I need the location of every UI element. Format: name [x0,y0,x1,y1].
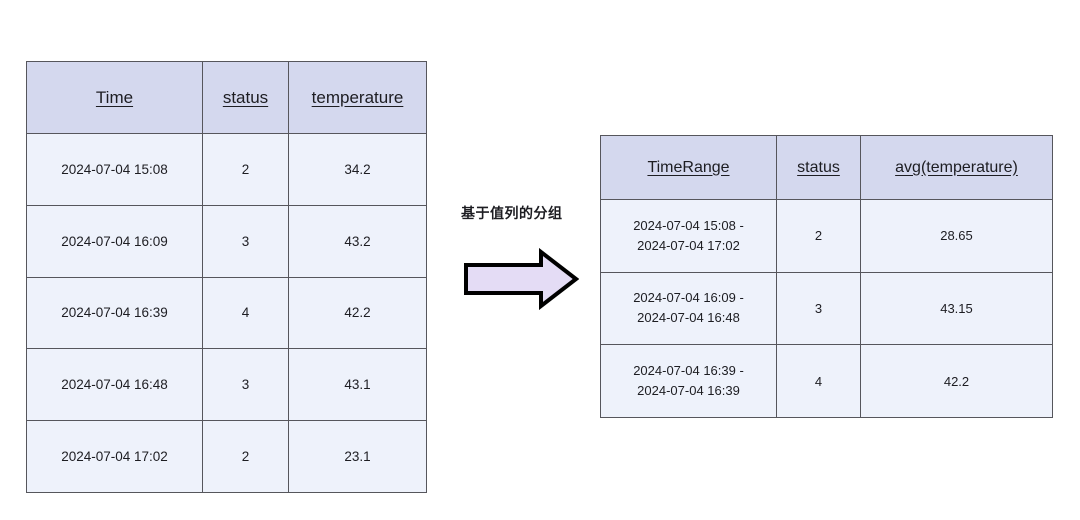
cell-avg-temperature: 42.2 [860,344,1053,418]
cell-status: 3 [202,204,289,278]
cell-time: 2024-07-04 16:39 [26,276,203,350]
table-header-row: TimeRange status avg(temperature) [600,135,1053,200]
cell-status: 3 [776,271,861,346]
table-row: 2024-07-04 16:09 - 2024-07-04 16:48 3 43… [600,271,1053,346]
transform-label: 基于值列的分组 [461,205,563,221]
table-row: 2024-07-04 15:08 2 34.2 [26,133,427,206]
cell-status: 4 [776,344,861,418]
cell-status: 4 [202,276,289,350]
cell-temperature: 42.2 [288,276,427,350]
range-end: 2024-07-04 16:48 [637,310,740,326]
cell-avg-temperature: 43.15 [860,271,1053,346]
cell-time: 2024-07-04 16:09 [26,204,203,278]
cell-timerange: 2024-07-04 16:09 - 2024-07-04 16:48 [600,271,777,346]
table-row: 2024-07-04 17:02 2 23.1 [26,420,427,493]
range-end: 2024-07-04 16:39 [637,383,740,399]
cell-status: 2 [202,133,289,206]
range-start: 2024-07-04 15:08 - [633,217,744,233]
column-header-timerange: TimeRange [600,135,777,200]
column-header-temperature: temperature [288,61,427,134]
cell-timerange: 2024-07-04 16:39 - 2024-07-04 16:39 [600,344,777,418]
column-header-status: status [202,61,289,134]
cell-time: 2024-07-04 15:08 [26,133,203,206]
table-row: 2024-07-04 16:09 3 43.2 [26,204,427,278]
table-row: 2024-07-04 16:39 - 2024-07-04 16:39 4 42… [600,344,1053,418]
cell-temperature: 34.2 [288,133,427,206]
table-row: 2024-07-04 16:39 4 42.2 [26,276,427,350]
table-header-row: Time status temperature [26,61,427,134]
cell-temperature: 43.1 [288,348,427,422]
cell-temperature: 43.2 [288,204,427,278]
cell-temperature: 23.1 [288,420,427,493]
cell-status: 2 [776,199,861,273]
column-header-status: status [776,135,861,200]
source-readings-table: Time status temperature 2024-07-04 15:08… [26,61,427,493]
cell-status: 2 [202,420,289,493]
range-end: 2024-07-04 17:02 [637,237,740,253]
cell-time: 2024-07-04 17:02 [26,420,203,493]
cell-timerange: 2024-07-04 15:08 - 2024-07-04 17:02 [600,199,777,273]
range-start: 2024-07-04 16:09 - [633,290,744,306]
cell-avg-temperature: 28.65 [860,199,1053,273]
range-start: 2024-07-04 16:39 - [633,363,744,379]
table-row: 2024-07-04 15:08 - 2024-07-04 17:02 2 28… [600,199,1053,273]
column-header-time: Time [26,61,203,134]
right-arrow-icon [464,248,579,310]
cell-time: 2024-07-04 16:48 [26,348,203,422]
cell-status: 3 [202,348,289,422]
grouped-result-table: TimeRange status avg(temperature) 2024-0… [600,135,1053,418]
column-header-avg-temperature: avg(temperature) [860,135,1053,200]
table-row: 2024-07-04 16:48 3 43.1 [26,348,427,422]
